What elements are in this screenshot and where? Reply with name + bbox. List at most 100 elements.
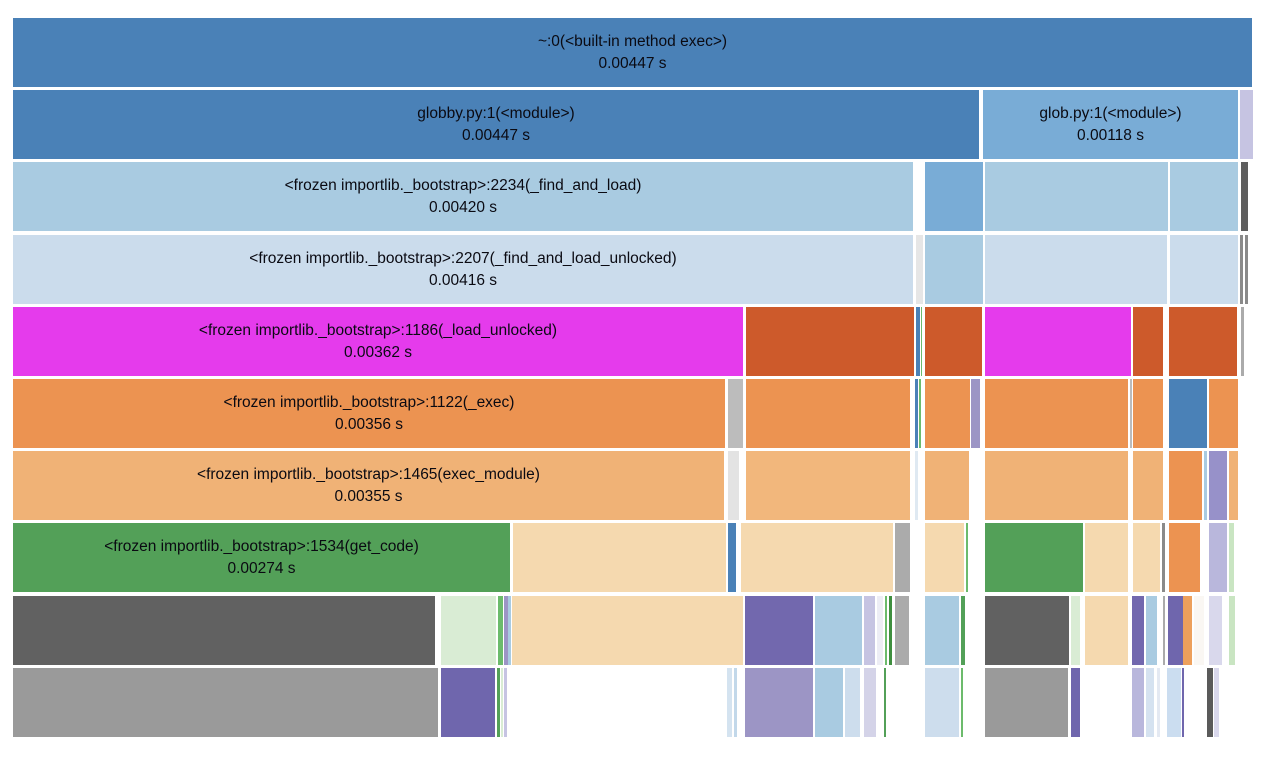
frame-block[interactable] xyxy=(1229,596,1235,665)
frame-block[interactable] xyxy=(925,451,969,520)
frame-block[interactable] xyxy=(925,596,959,665)
frame-block[interactable] xyxy=(864,596,875,665)
frame-block[interactable] xyxy=(1085,523,1128,592)
frame-block[interactable] xyxy=(1133,379,1163,448)
frame-block[interactable] xyxy=(497,668,500,737)
frame-block[interactable] xyxy=(1133,451,1163,520)
frame-block[interactable] xyxy=(504,596,508,665)
frame-block[interactable] xyxy=(1209,596,1222,665)
frame-block[interactable] xyxy=(1133,523,1160,592)
frame-block[interactable] xyxy=(925,523,964,592)
frame-block[interactable] xyxy=(727,668,732,737)
frame-block[interactable] xyxy=(918,379,921,448)
frame-block[interactable] xyxy=(1162,596,1165,665)
frame-block[interactable] xyxy=(985,379,1128,448)
frame-block[interactable] xyxy=(1240,90,1253,159)
frame-block[interactable] xyxy=(1132,596,1144,665)
frame-block[interactable] xyxy=(925,379,970,448)
frame-block[interactable] xyxy=(1071,668,1080,737)
frame-block[interactable] xyxy=(1214,668,1219,737)
frame-block-labeled[interactable]: glob.py:1(<module>)0.00118 s xyxy=(983,90,1238,159)
frame-block[interactable] xyxy=(13,668,438,737)
frame-block[interactable] xyxy=(815,596,862,665)
frame-block[interactable] xyxy=(1169,307,1237,376)
frame-block-labeled[interactable]: <frozen importlib._bootstrap>:1122(_exec… xyxy=(13,379,725,448)
frame-block[interactable] xyxy=(985,235,1167,304)
frame-block[interactable] xyxy=(985,523,1083,592)
frame-block[interactable] xyxy=(1167,668,1181,737)
frame-block[interactable] xyxy=(1132,668,1144,737)
frame-block[interactable] xyxy=(1209,379,1238,448)
frame-block[interactable] xyxy=(513,523,726,592)
frame-block[interactable] xyxy=(745,668,813,737)
frame-block-labeled[interactable]: ~:0(<built-in method exec>)0.00447 s xyxy=(13,18,1252,87)
frame-block[interactable] xyxy=(864,668,876,737)
frame-block[interactable] xyxy=(1169,379,1207,448)
frame-block[interactable] xyxy=(920,307,922,376)
frame-block[interactable] xyxy=(498,596,503,665)
frame-block[interactable] xyxy=(1194,596,1204,665)
frame-block[interactable] xyxy=(1146,596,1157,665)
frame-block[interactable] xyxy=(985,162,1168,231)
frame-block[interactable] xyxy=(916,235,923,304)
frame-block[interactable] xyxy=(1182,668,1184,737)
frame-block[interactable] xyxy=(1241,162,1248,231)
frame-block[interactable] xyxy=(441,668,495,737)
frame-block[interactable] xyxy=(1157,668,1160,737)
frame-block[interactable] xyxy=(746,307,914,376)
frame-block[interactable] xyxy=(1133,307,1163,376)
frame-block[interactable] xyxy=(1209,451,1227,520)
frame-block[interactable] xyxy=(745,596,813,665)
frame-block[interactable] xyxy=(961,596,965,665)
frame-block[interactable] xyxy=(1170,162,1238,231)
frame-block[interactable] xyxy=(1241,307,1244,376)
frame-block[interactable] xyxy=(1146,668,1154,737)
frame-block[interactable] xyxy=(1170,235,1238,304)
frame-block[interactable] xyxy=(1129,379,1132,448)
frame-block[interactable] xyxy=(895,596,909,665)
frame-block[interactable] xyxy=(1209,523,1227,592)
frame-block[interactable] xyxy=(815,668,843,737)
frame-block[interactable] xyxy=(971,379,980,448)
frame-block[interactable] xyxy=(877,596,883,665)
frame-block[interactable] xyxy=(728,451,739,520)
frame-block[interactable] xyxy=(916,307,920,376)
frame-block[interactable] xyxy=(1161,523,1165,592)
frame-block[interactable] xyxy=(1207,668,1213,737)
frame-block-labeled[interactable]: <frozen importlib._bootstrap>:2234(_find… xyxy=(13,162,913,231)
frame-block[interactable] xyxy=(884,596,887,665)
frame-block[interactable] xyxy=(1183,596,1192,665)
frame-block[interactable] xyxy=(888,596,892,665)
frame-block[interactable] xyxy=(925,162,983,231)
frame-block[interactable] xyxy=(1229,523,1234,592)
frame-block[interactable] xyxy=(501,668,503,737)
frame-block[interactable] xyxy=(512,596,743,665)
frame-block[interactable] xyxy=(1085,596,1128,665)
frame-block[interactable] xyxy=(1168,596,1183,665)
frame-block-labeled[interactable]: <frozen importlib._bootstrap>:1465(exec_… xyxy=(13,451,724,520)
frame-block[interactable] xyxy=(728,379,743,448)
frame-block[interactable] xyxy=(508,596,511,665)
frame-block[interactable] xyxy=(728,523,736,592)
frame-block[interactable] xyxy=(1245,235,1248,304)
frame-block[interactable] xyxy=(985,451,1128,520)
frame-block[interactable] xyxy=(915,379,918,448)
frame-block[interactable] xyxy=(741,523,893,592)
frame-block[interactable] xyxy=(1169,451,1202,520)
frame-block[interactable] xyxy=(961,668,963,737)
frame-block[interactable] xyxy=(746,379,910,448)
frame-block[interactable] xyxy=(845,668,860,737)
frame-block[interactable] xyxy=(441,596,496,665)
frame-block[interactable] xyxy=(985,668,1068,737)
frame-block[interactable] xyxy=(925,235,983,304)
frame-block[interactable] xyxy=(884,668,886,737)
frame-block[interactable] xyxy=(504,668,507,737)
frame-block[interactable] xyxy=(966,523,968,592)
frame-block[interactable] xyxy=(985,596,1069,665)
frame-block[interactable] xyxy=(925,668,959,737)
frame-block[interactable] xyxy=(1240,235,1243,304)
frame-block[interactable] xyxy=(925,307,982,376)
frame-block-labeled[interactable]: <frozen importlib._bootstrap>:2207(_find… xyxy=(13,235,913,304)
frame-block[interactable] xyxy=(1204,451,1207,520)
frame-block[interactable] xyxy=(895,523,910,592)
